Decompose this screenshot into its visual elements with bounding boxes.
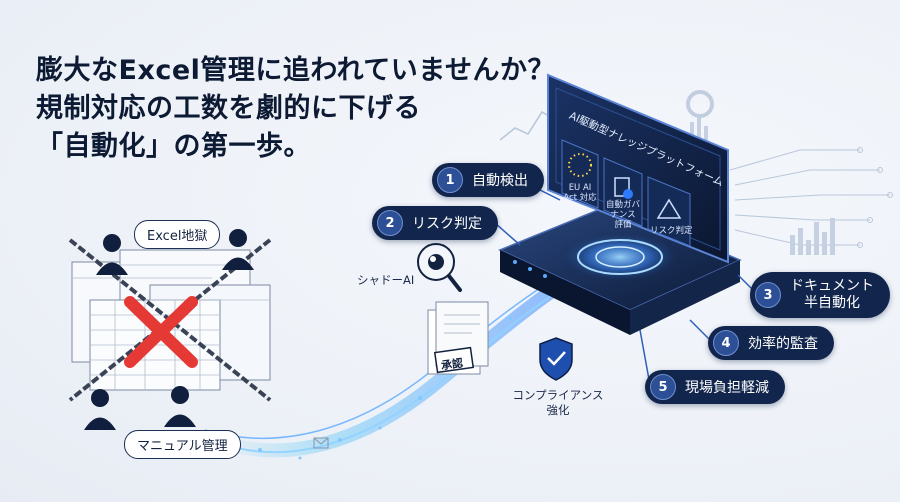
eu-flag-icon [568, 153, 592, 177]
step-label: 自動検出 [472, 173, 528, 189]
magnifier-icon [417, 243, 462, 292]
shield-icon [539, 337, 573, 381]
ai-platform-device [498, 73, 742, 335]
card-eu-ai-act-label: EU AI Act 対応 [563, 183, 597, 203]
bg-line-chart [499, 110, 557, 141]
approved-documents-icon [427, 301, 489, 375]
card-risk-label: リスク判定 [650, 226, 693, 236]
circuit-lines [729, 147, 893, 248]
step-number: 3 [755, 282, 781, 308]
shadow-ai-label: シャドーAI [357, 273, 415, 287]
manual-management-tag: マニュアル管理 [124, 430, 241, 459]
step-number: 1 [437, 167, 463, 193]
step-label-line-2: 半自動化 [804, 295, 860, 311]
warning-icon [656, 198, 682, 219]
step-reduce-burden: 5 現場負担軽減 [645, 370, 785, 404]
card-governance-label: 自動ガバナンス 評価 [605, 200, 640, 230]
mail-icon [313, 437, 329, 449]
stressed-person-icon [84, 229, 254, 430]
bg-bar-charts [690, 116, 835, 255]
step-label: ドキュメント 半自動化 [790, 278, 874, 312]
excel-hell-tag: Excel地獄 [134, 220, 221, 249]
step-number: 4 [713, 330, 739, 356]
document-check-icon [614, 177, 633, 199]
compliance-label-line-1: コンプライアンス [512, 388, 604, 402]
step-risk-assessment: 2 リスク判定 [372, 206, 498, 240]
headline-line-2: 規制対応の工数を劇的に下げる [36, 93, 421, 124]
compliance-label-line-2: 強化 [546, 403, 570, 417]
headline-line-3: 「自動化」の第一歩。 [36, 131, 311, 162]
step-document-automation: 3 ドキュメント 半自動化 [750, 272, 890, 318]
headline-line-1: 膨大なExcel管理に追われていませんか？ [36, 55, 555, 86]
step-number: 2 [377, 210, 403, 236]
step-auto-detect: 1 自動検出 [432, 163, 544, 197]
step-number: 5 [650, 374, 676, 400]
step-label: 効率的監査 [748, 336, 818, 352]
red-cross-icon [124, 296, 198, 368]
compliance-label: コンプライアンス 強化 [508, 388, 608, 418]
step-efficient-audit: 4 効率的監査 [708, 326, 834, 360]
approval-stamp-label: 承認 [440, 356, 464, 373]
step-label: リスク判定 [412, 216, 482, 232]
step-label-line-1: ドキュメント [790, 278, 874, 294]
bg-donut-chart [686, 90, 714, 118]
step-label: 現場負担軽減 [685, 380, 769, 396]
headline: 膨大なExcel管理に追われていませんか？ 規制対応の工数を劇的に下げる 「自動… [36, 52, 555, 166]
